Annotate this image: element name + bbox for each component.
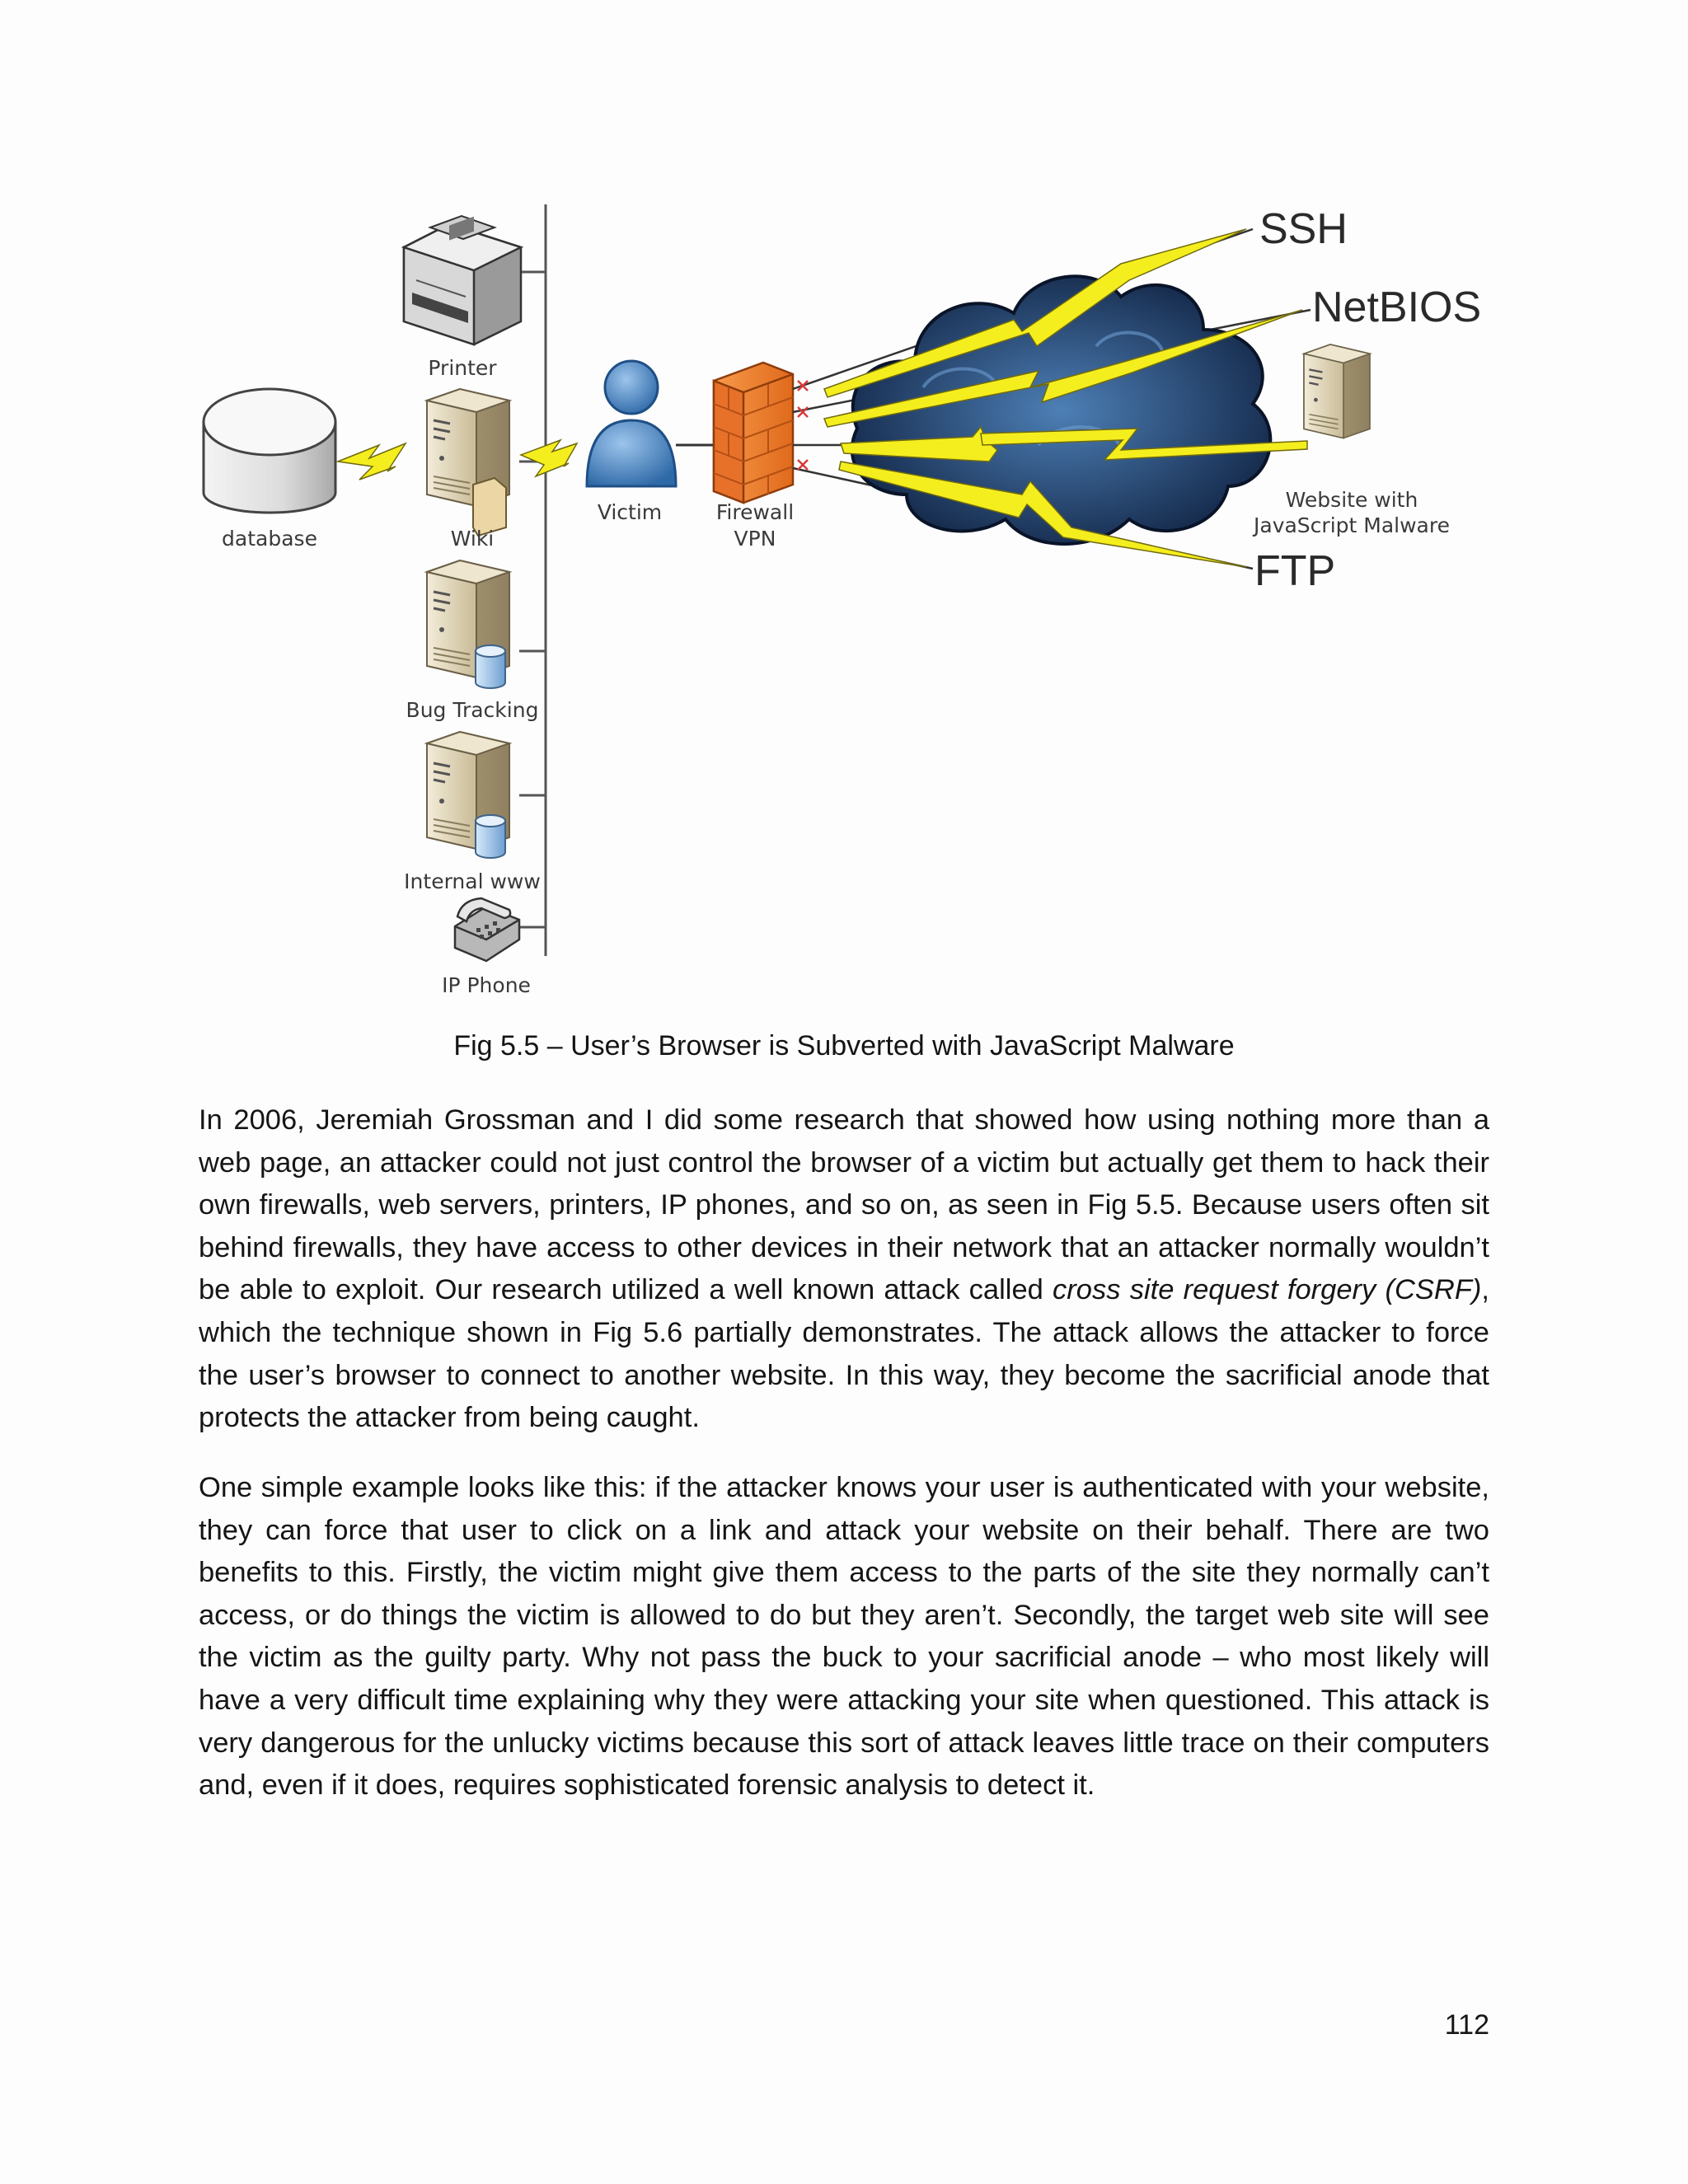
document-icon	[472, 476, 507, 537]
ssh-label: SSH	[1259, 205, 1348, 253]
phone-icon	[453, 897, 521, 963]
bug-tracking-label: Bug Tracking	[406, 698, 539, 722]
lightning-icon	[823, 309, 1303, 428]
database-label: database	[222, 527, 317, 551]
figure-caption: Fig 5.5 – User’s Browser is Subverted wi…	[453, 1030, 1235, 1062]
database-small-icon	[475, 814, 506, 859]
network-diagram: Printer database Wiki Victim	[202, 204, 1481, 997]
user-icon	[585, 359, 678, 488]
database-small-icon	[475, 644, 506, 689]
website-label-line1: Website with	[1286, 488, 1418, 512]
page-number: 112	[1444, 2009, 1489, 2041]
lightning-icon	[518, 438, 579, 478]
printer-icon	[401, 214, 524, 346]
lightning-icon	[823, 228, 1247, 398]
ftp-label: FTP	[1254, 547, 1335, 595]
lightning-icon	[980, 428, 1308, 461]
wiki-label: Wiki	[451, 527, 495, 551]
ip-phone-label: IP Phone	[442, 973, 531, 997]
firewall-label-line2: VPN	[734, 527, 776, 551]
database-icon	[202, 387, 337, 514]
firewall-icon	[712, 361, 795, 504]
body-paragraph-2: One simple example looks like this: if t…	[199, 1472, 1489, 1802]
lightning-icon	[335, 442, 407, 480]
emphasis-text: cross site request forgery (CSRF)	[1053, 1274, 1482, 1306]
blocked-marks	[797, 380, 809, 471]
internal-www-label: Internal www	[404, 869, 541, 893]
website-server-icon	[1302, 343, 1372, 439]
firewall-label-line1: Firewall	[716, 500, 794, 524]
netbios-label: NetBIOS	[1312, 284, 1481, 331]
website-label-line2: JavaScript Malware	[1252, 513, 1450, 537]
victim-label: Victim	[598, 500, 662, 524]
lightning-icon	[838, 461, 1247, 568]
paragraph-text: , which the technique shown in Fig 5.6 p…	[199, 1274, 1489, 1434]
paragraph-text: In 2006, Jeremiah Grossman and I did som…	[199, 1104, 1489, 1306]
lightning-bolts	[823, 228, 1308, 568]
body-paragraph-1: In 2006, Jeremiah Grossman and I did som…	[199, 1099, 1489, 1440]
printer-label: Printer	[428, 356, 497, 380]
